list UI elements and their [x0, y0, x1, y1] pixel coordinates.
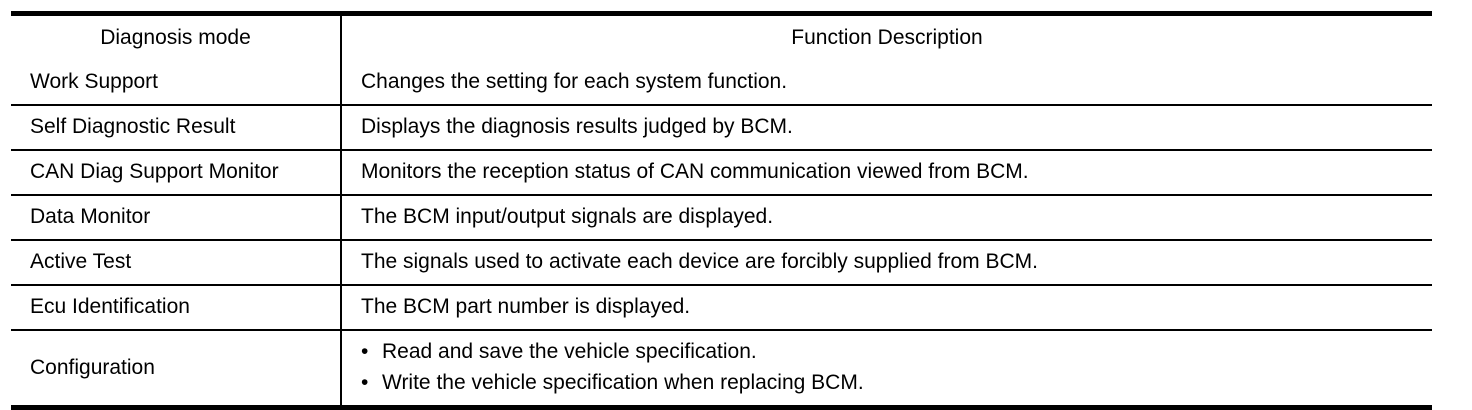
table-row: Ecu Identification The BCM part number i…: [11, 285, 1432, 331]
cell-diagnosis-mode: Self Diagnostic Result: [11, 105, 342, 151]
bullet-list: • Read and save the vehicle specificatio…: [361, 340, 1424, 396]
cell-diagnosis-mode: Ecu Identification: [11, 285, 342, 331]
column-header-diagnosis-mode: Diagnosis mode: [11, 13, 342, 61]
table-row: Work Support Changes the setting for eac…: [11, 61, 1432, 106]
cell-diagnosis-mode: Active Test: [11, 240, 342, 286]
list-item: • Write the vehicle specification when r…: [361, 371, 1424, 396]
diagnosis-mode-table: Diagnosis mode Function Description Work…: [11, 11, 1432, 410]
bullet-icon: •: [361, 340, 369, 364]
cell-function-description: Displays the diagnosis results judged by…: [341, 105, 1432, 151]
cell-function-description: • Read and save the vehicle specificatio…: [341, 330, 1432, 408]
table-body: Work Support Changes the setting for eac…: [11, 61, 1432, 408]
cell-function-description: Changes the setting for each system func…: [341, 61, 1432, 106]
list-item: • Read and save the vehicle specificatio…: [361, 340, 1424, 365]
cell-function-description: The signals used to activate each device…: [341, 240, 1432, 286]
table-row: Active Test The signals used to activate…: [11, 240, 1432, 286]
cell-function-description: The BCM input/output signals are display…: [341, 195, 1432, 241]
cell-diagnosis-mode: Configuration: [11, 330, 342, 408]
column-header-function-description: Function Description: [791, 26, 983, 50]
cell-diagnosis-mode: Work Support: [11, 61, 342, 106]
table-header-row: Diagnosis mode Function Description: [11, 13, 1432, 61]
list-item-label: Write the vehicle specification when rep…: [382, 371, 864, 394]
cell-diagnosis-mode: Data Monitor: [11, 195, 342, 241]
cell-function-description: The BCM part number is displayed.: [341, 285, 1432, 331]
table-row: CAN Diag Support Monitor Monitors the re…: [11, 150, 1432, 196]
table-row: Data Monitor The BCM input/output signal…: [11, 195, 1432, 241]
list-item-label: Read and save the vehicle specification.: [382, 340, 757, 364]
bullet-icon: •: [361, 371, 369, 394]
table-row: Configuration • Read and save the vehicl…: [11, 330, 1432, 408]
cell-diagnosis-mode: CAN Diag Support Monitor: [11, 150, 342, 196]
table-row: Self Diagnostic Result Displays the diag…: [11, 105, 1432, 151]
cell-function-description: Monitors the reception status of CAN com…: [341, 150, 1432, 196]
